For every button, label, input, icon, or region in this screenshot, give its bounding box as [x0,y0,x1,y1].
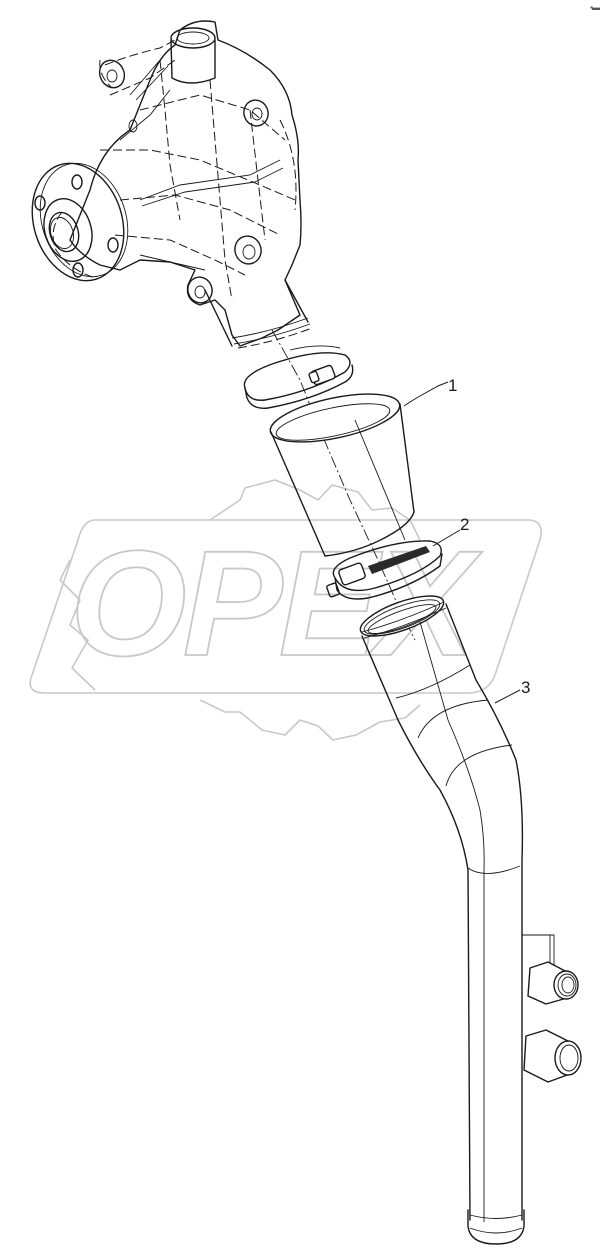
watermark-badge [29,519,542,694]
callout-number-3: 3 [521,678,530,697]
callout-number-1: 1 [448,376,457,395]
lower-hose-clamp [326,540,443,600]
water-pump [31,20,313,349]
watermark-gear-icon [59,479,421,741]
upper-hose-clamp [243,345,354,409]
hose [269,393,415,557]
callout-3: 3 [494,678,530,704]
corner-mark: ▪▬ [590,3,600,12]
coolant-pipe [359,595,582,1245]
callout-1: 1 [403,376,457,407]
callout-2: 2 [432,515,469,547]
callout-number-2: 2 [460,515,469,534]
clamp-screw-thread [368,546,430,574]
